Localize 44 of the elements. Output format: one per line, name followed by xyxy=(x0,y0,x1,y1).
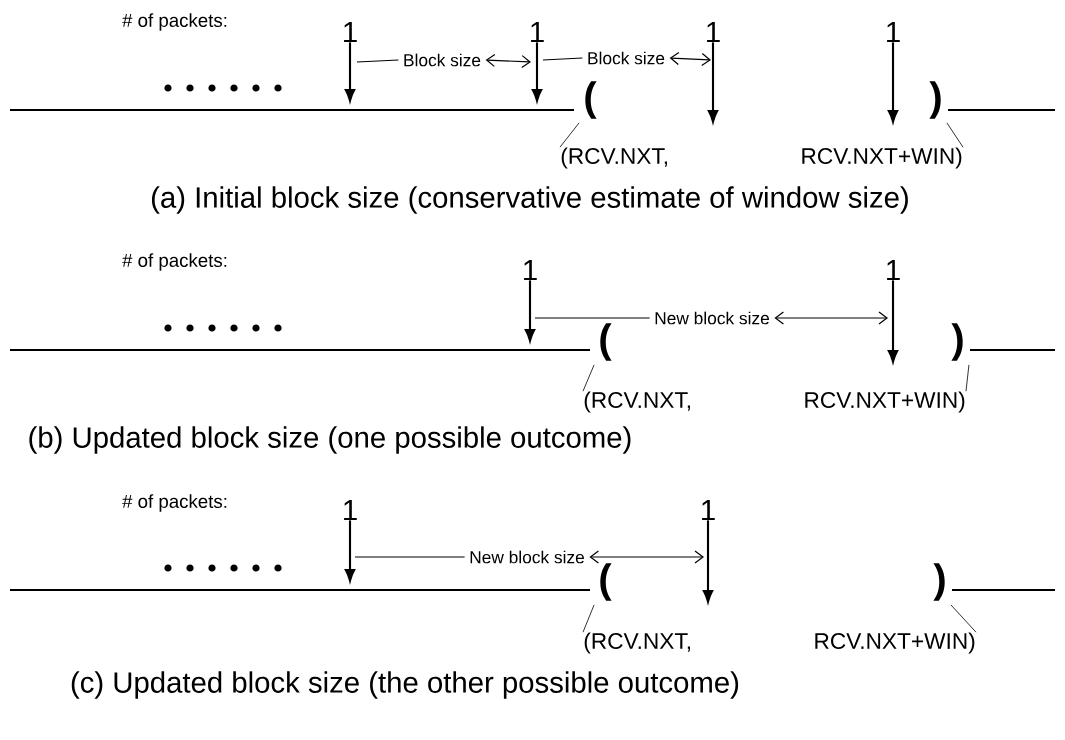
window-bracket: ) xyxy=(951,323,963,361)
dimension-label: New block size xyxy=(655,311,769,325)
window-label: (RCV.NXT, xyxy=(584,632,690,654)
leader-line xyxy=(582,604,595,633)
caption: (b) Updated block size (one possible outcome) xyxy=(29,426,631,454)
number-label: 1 xyxy=(707,21,720,43)
window-bracket: ) xyxy=(933,563,945,601)
number-label: 1 xyxy=(531,21,544,43)
number-label: 1 xyxy=(344,21,357,43)
number-label: 1 xyxy=(887,259,900,281)
arrow xyxy=(887,42,899,123)
leader-line xyxy=(946,122,964,148)
leader-line xyxy=(965,364,970,392)
caption: (a) Initial block size (conservative estimate of window size) xyxy=(152,186,908,214)
window-bracket: ) xyxy=(929,81,941,119)
window-label: RCV.NXT+WIN) xyxy=(815,632,975,654)
window-bracket: ( xyxy=(600,563,612,601)
window-label: RCV.NXT+WIN) xyxy=(802,147,962,169)
leader-line xyxy=(559,122,580,148)
number-label: 1 xyxy=(702,499,715,521)
number-label: 1 xyxy=(344,499,357,521)
arrow xyxy=(887,280,899,363)
arrow xyxy=(702,520,714,603)
window-bracket: ( xyxy=(600,323,612,361)
axis-label: # of packets: xyxy=(122,253,227,271)
leader-line xyxy=(950,604,977,633)
arrow xyxy=(531,42,543,102)
number-label: 1 xyxy=(524,259,537,281)
number-label: 1 xyxy=(887,21,900,43)
window-label: (RCV.NXT, xyxy=(584,391,690,413)
arrow xyxy=(707,42,719,123)
arrow xyxy=(524,280,536,342)
leader-line xyxy=(582,364,595,392)
dimension-label: New block size xyxy=(470,550,584,564)
dimension-label: Block size xyxy=(588,51,665,65)
dimension-label: Block size xyxy=(404,53,481,67)
axis-label: # of packets: xyxy=(122,13,227,31)
window-label: RCV.NXT+WIN) xyxy=(805,391,965,413)
arrow xyxy=(344,520,356,582)
window-label: (RCV.NXT, xyxy=(561,147,667,169)
window-bracket: ( xyxy=(585,81,597,119)
caption: (c) Updated block size (the other possible outcome) xyxy=(71,671,739,699)
arrow xyxy=(344,42,356,102)
axis-label: # of packets: xyxy=(122,494,227,512)
